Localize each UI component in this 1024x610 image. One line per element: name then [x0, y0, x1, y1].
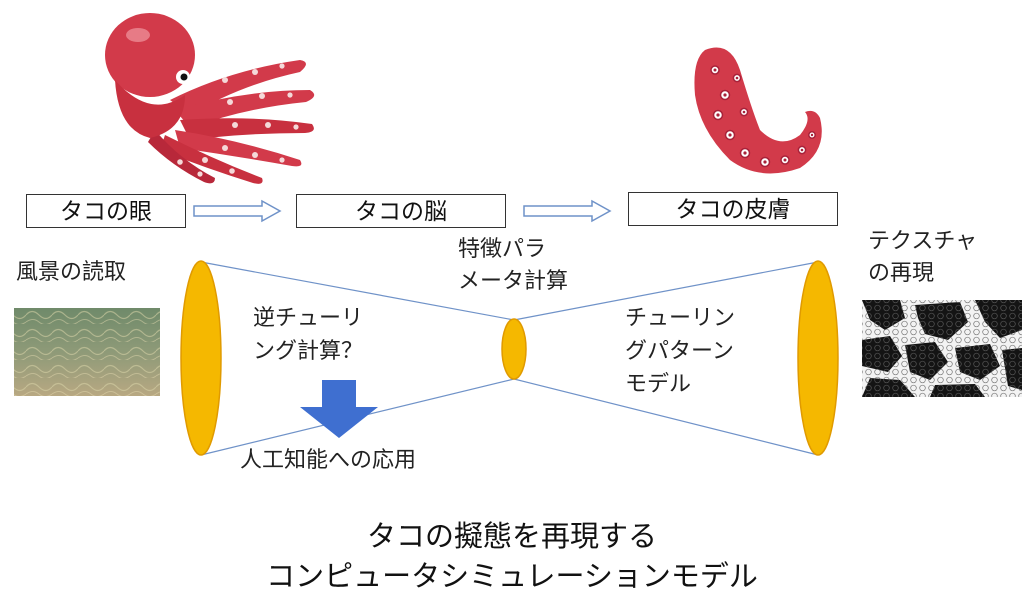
turing-label-line1: チューリン — [625, 306, 736, 331]
flow-arrow-1 — [193, 199, 282, 223]
feature-ellipse — [501, 318, 527, 380]
inverse-label-line1: 逆チューリ — [253, 306, 364, 331]
turing-label-line2: グパターン — [625, 339, 734, 364]
stage-eye-label: タコの眼 — [60, 199, 152, 225]
flow-arrow-2 — [523, 199, 612, 223]
seafloor-photo — [14, 308, 160, 396]
feature-parameter-label: 特徴パラ メータ計算 — [458, 234, 568, 298]
title-line2: コンピュータシミュレーションモデル — [266, 559, 758, 593]
stage-brain-box: タコの脳 — [296, 194, 506, 228]
texture-label-line1: テクスチャ — [868, 229, 978, 254]
turing-label-line3: モデル — [625, 372, 692, 397]
stage-brain-label: タコの脳 — [355, 199, 447, 225]
stage-skin-label: タコの皮膚 — [675, 197, 791, 223]
down-arrow-icon — [300, 380, 378, 438]
output-ellipse — [797, 260, 839, 456]
turing-pattern-model-label: チューリン グパターン モデル — [625, 302, 735, 401]
inverse-label-line2: ング計算？ — [253, 339, 364, 364]
texture-pattern-image — [862, 300, 1022, 397]
texture-reproduction-label: テクスチャ の再現 — [868, 226, 977, 290]
tentacle-icon — [694, 47, 822, 174]
ai-application-label: 人工知能への応用 — [240, 448, 417, 473]
stage-skin-box: タコの皮膚 — [628, 192, 838, 226]
scene-reading-label: 風景の読取 — [16, 260, 127, 285]
feature-label-line2: メータ計算 — [458, 269, 569, 294]
stage-eye-box: タコの眼 — [26, 194, 186, 228]
texture-label-line2: の再現 — [868, 261, 935, 286]
feature-label-line1: 特徴パラ — [458, 237, 547, 262]
input-ellipse — [180, 260, 222, 456]
title-line1: タコの擬態を再現する — [366, 519, 657, 553]
octopus-icon — [105, 13, 315, 184]
cone-lines — [200, 261, 819, 456]
inverse-turing-label: 逆チューリ ング計算？ — [253, 302, 363, 368]
